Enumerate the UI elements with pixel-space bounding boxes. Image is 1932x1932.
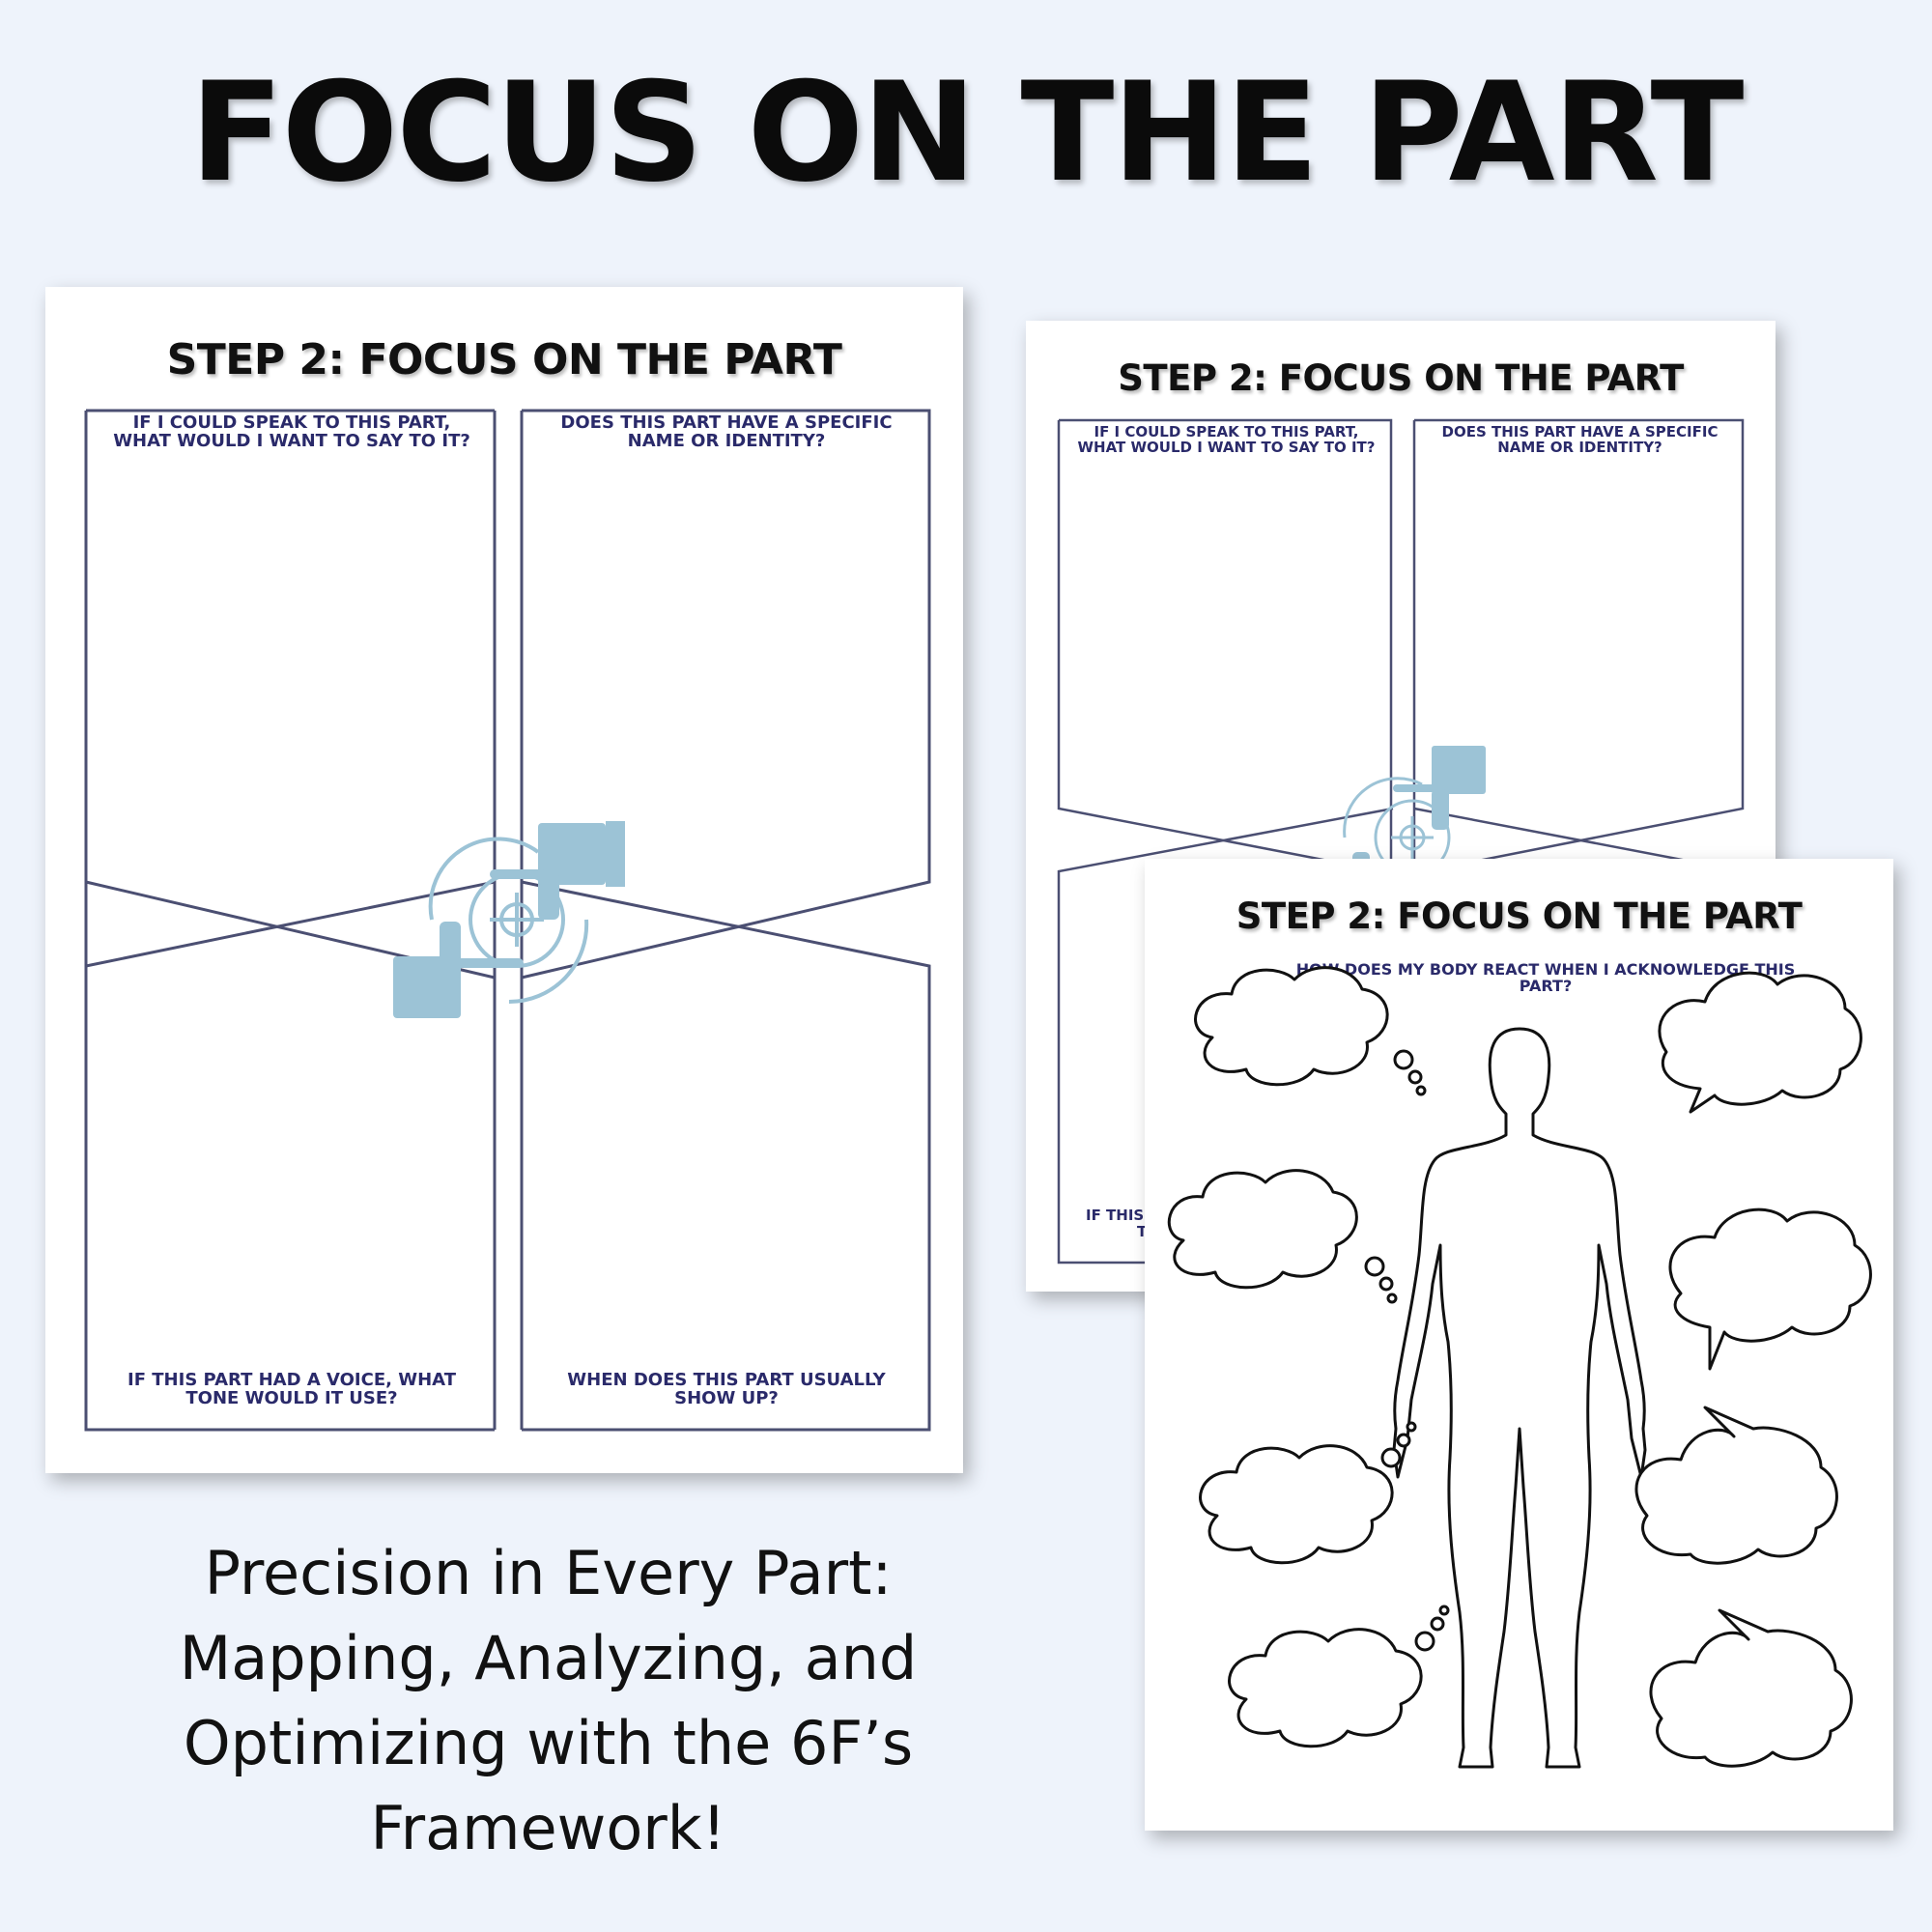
back-question-bottom-left-partial: IF THIS [1086,1207,1145,1224]
worksheet-body-title: STEP 2: FOCUS ON THE PART [1236,895,1803,937]
body-illustration [1167,966,1872,1769]
worksheet-left: STEP 2: FOCUS ON THE PART IF I COULD SPE… [45,287,963,1473]
question-bottom-left: IF THIS PART HAD A VOICE, WHAT TONE WOUL… [128,1370,456,1408]
worksheet-left-title: STEP 2: FOCUS ON THE PART [166,335,842,384]
question-top-right: DOES THIS PART HAVE A SPECIFIC NAME OR I… [560,412,893,451]
tagline-line-4: Framework! [370,1793,726,1863]
worksheet-body: STEP 2: FOCUS ON THE PART HOW DOES MY BO… [1145,859,1893,1831]
tagline: Precision in Every Part: Mapping, Analyz… [97,1531,1000,1871]
tagline-line-1: Precision in Every Part: [204,1538,893,1608]
question-top-left: IF I COULD SPEAK TO THIS PART, WHAT WOUL… [113,412,470,451]
back-question-top-left: IF I COULD SPEAK TO THIS PART, WHAT WOUL… [1077,423,1376,456]
tagline-line-3: Optimizing with the 6F’s [183,1708,914,1778]
back-question-bottom-left-partial-2: T [1137,1223,1148,1240]
back-question-top-right: DOES THIS PART HAVE A SPECIFIC NAME OR I… [1441,423,1719,456]
question-bottom-right: WHEN DOES THIS PART USUALLY SHOW UP? [567,1370,886,1408]
worksheet-back-title: STEP 2: FOCUS ON THE PART [1118,357,1684,399]
focus-target-icon [393,821,625,1018]
body-question: HOW DOES MY BODY REACT WHEN I ACKNOWLEDG… [1295,960,1796,995]
main-title: FOCUS ON THE PART [189,53,1745,213]
back-focus-target-icon [1343,746,1486,891]
tagline-line-2: Mapping, Analyzing, and [179,1623,918,1693]
